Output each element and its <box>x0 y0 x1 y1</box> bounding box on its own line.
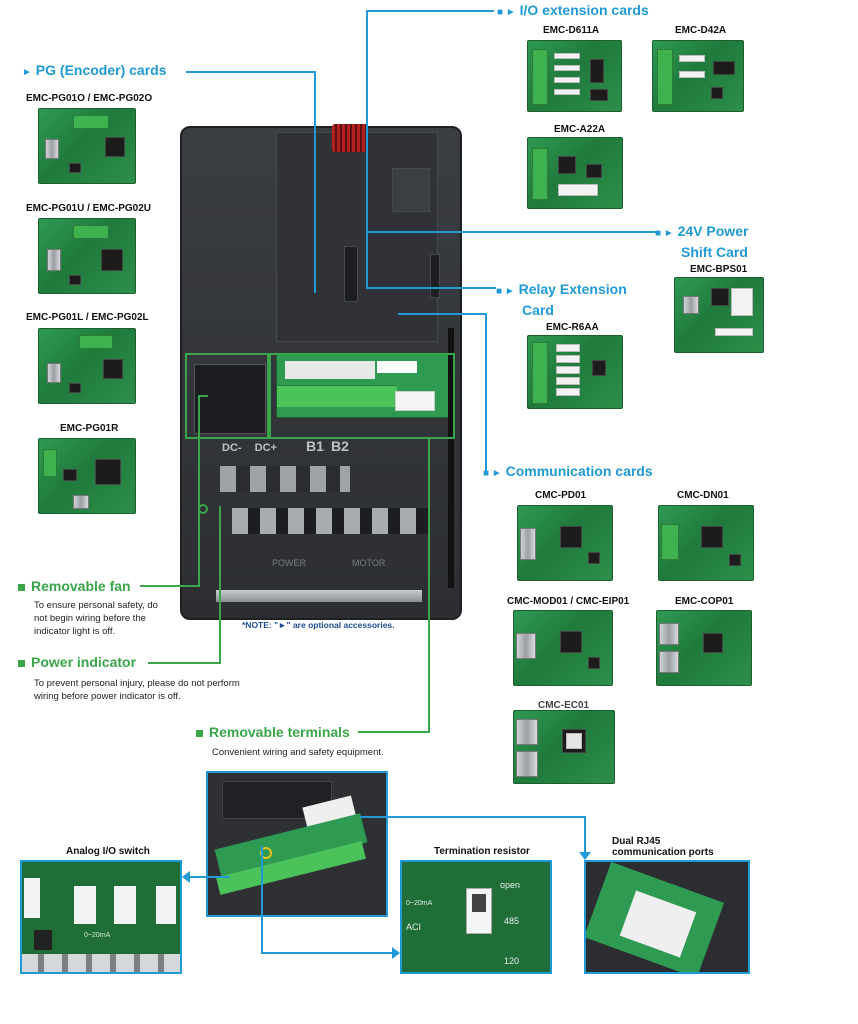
connector-line <box>366 10 368 232</box>
relay-slot <box>392 168 430 212</box>
terminals-description: Convenient wiring and safety equipment. <box>212 747 384 758</box>
connector-line <box>314 71 316 293</box>
card-slot-area <box>276 132 438 342</box>
connector-line <box>186 71 316 73</box>
marker-arrow-icon: ■ ► <box>497 7 516 18</box>
terminal-closeup-frame <box>206 771 388 917</box>
card-cmc-ec01 <box>513 710 615 784</box>
termination-resistor-photo: open 485 120 ACI 0~20mA <box>400 860 552 974</box>
marker-arrow-icon: ■ ► <box>655 228 674 239</box>
card-label-emc-d42a: EMC-D42A <box>675 25 727 36</box>
card-emc-bps01 <box>674 277 764 353</box>
bullet-square-icon <box>18 583 25 591</box>
card-emc-pg01u <box>38 218 136 294</box>
connector-line <box>219 506 221 664</box>
analog-switch-photo: 0~20mA <box>20 860 182 974</box>
fan-description: To ensure personal safety, do not begin … <box>34 600 158 637</box>
connector-line <box>188 876 230 878</box>
connector-line <box>398 313 486 315</box>
card-emc-a22a <box>527 137 623 209</box>
power-motor-labels: POWER MOTOR <box>272 558 386 568</box>
dc-screw-terminals <box>220 466 350 492</box>
card-label-emc-a22a: EMC-A22A <box>554 124 606 135</box>
connector-line <box>485 313 487 473</box>
connector-line <box>261 846 263 954</box>
optional-accessories-note: *NOTE: "►" are optional accessories. <box>242 620 395 630</box>
connector-line <box>366 10 494 12</box>
arrow-left-icon <box>182 871 190 883</box>
fan-highlight-frame <box>185 353 269 439</box>
card-label-cmc-pd01: CMC-PD01 <box>535 490 587 501</box>
marker-arrow-icon: ► <box>22 67 32 78</box>
power-screw-terminals <box>232 508 428 534</box>
ac-drive-body: DC- DC+ B1 B2 POWER MOTOR <box>180 124 462 620</box>
card-emc-pg01o <box>38 108 136 184</box>
card-label-cmc-mod01: CMC-MOD01 / CMC-EIP01 <box>507 596 630 607</box>
connector-line <box>148 662 220 664</box>
removable-terminals-heading: Removable terminals <box>196 724 350 740</box>
communication-heading: ■ ► Communication cards <box>483 463 653 479</box>
power-shift-heading: ■ ► 24V Power Shift Card <box>655 223 749 260</box>
connector-line <box>360 816 586 818</box>
card-label-emc-bps01: EMC-BPS01 <box>690 264 748 275</box>
bullet-square-icon <box>196 729 203 737</box>
card-cmc-pd01 <box>517 505 613 581</box>
card-emc-r6aa <box>527 335 623 409</box>
rj45-photo <box>584 860 750 974</box>
pg-encoder-heading: ► PG (Encoder) cards <box>22 62 167 78</box>
card-label-emc-pg01l: EMC-PG01L / EMC-PG02L <box>26 312 149 323</box>
card-connector-1 <box>344 246 358 302</box>
relay-heading: ■ ► Relay Extension Card <box>496 281 627 318</box>
marker-arrow-icon: ■ ► <box>483 468 502 479</box>
card-label-emc-r6aa: EMC-R6AA <box>546 322 599 333</box>
card-emc-cop01 <box>656 610 752 686</box>
removable-fan-heading: Removable fan <box>18 578 131 594</box>
card-emc-d611a <box>527 40 622 112</box>
fan-wiring <box>332 124 368 152</box>
io-extension-heading: ■ ► I/O extension cards <box>497 2 649 18</box>
card-label-cmc-ec01: CMC-EC01 <box>538 700 590 711</box>
rj45-label: Dual RJ45 communication ports <box>612 836 714 858</box>
dc-terminal-labels: DC- DC+ B1 B2 <box>222 438 349 454</box>
termination-resistor-frame <box>400 860 552 974</box>
card-emc-pg01r <box>38 438 136 514</box>
power-indicator-heading: Power indicator <box>18 654 136 670</box>
card-emc-pg01l <box>38 328 136 404</box>
fan-module <box>194 364 266 434</box>
connector-line <box>358 731 430 733</box>
card-cmc-mod01 <box>513 610 613 686</box>
terminal-closeup-photo <box>206 771 388 917</box>
connector-line <box>140 585 200 587</box>
card-connector-2 <box>430 254 440 298</box>
bottom-plate <box>216 590 422 602</box>
marker-arrow-icon: ■ ► <box>496 286 515 297</box>
card-cmc-dn01 <box>658 505 754 581</box>
connector-line <box>428 439 430 733</box>
connector-line <box>198 395 200 587</box>
connector-line <box>368 231 656 233</box>
card-label-emc-cop01: EMC-COP01 <box>675 596 734 607</box>
arrow-down-icon <box>579 852 591 860</box>
indicator-description: To prevent personal injury, please do no… <box>34 678 240 702</box>
card-emc-d42a <box>652 40 744 112</box>
arrow-right-icon <box>392 947 400 959</box>
card-label-cmc-dn01: CMC-DN01 <box>677 490 729 501</box>
bullet-square-icon <box>18 659 25 667</box>
connector-line <box>366 232 368 288</box>
card-label-emc-pg01r: EMC-PG01R <box>60 423 119 434</box>
card-label-emc-pg01o: EMC-PG01O / EMC-PG02O <box>26 93 153 104</box>
analog-switch-label: Analog I/O switch <box>66 846 150 857</box>
termination-resistor-label: Termination resistor <box>434 846 530 857</box>
connector-line <box>366 287 496 289</box>
connector-line <box>198 395 208 397</box>
card-label-emc-d611a: EMC-D611A <box>543 25 600 36</box>
connector-line <box>261 952 393 954</box>
terminal-highlight-frame <box>269 353 455 439</box>
rj45-frame <box>584 860 750 974</box>
analog-switch-frame <box>20 860 182 974</box>
connector-line <box>584 816 586 856</box>
card-label-emc-pg01u: EMC-PG01U / EMC-PG02U <box>26 203 152 214</box>
cable <box>448 328 454 588</box>
